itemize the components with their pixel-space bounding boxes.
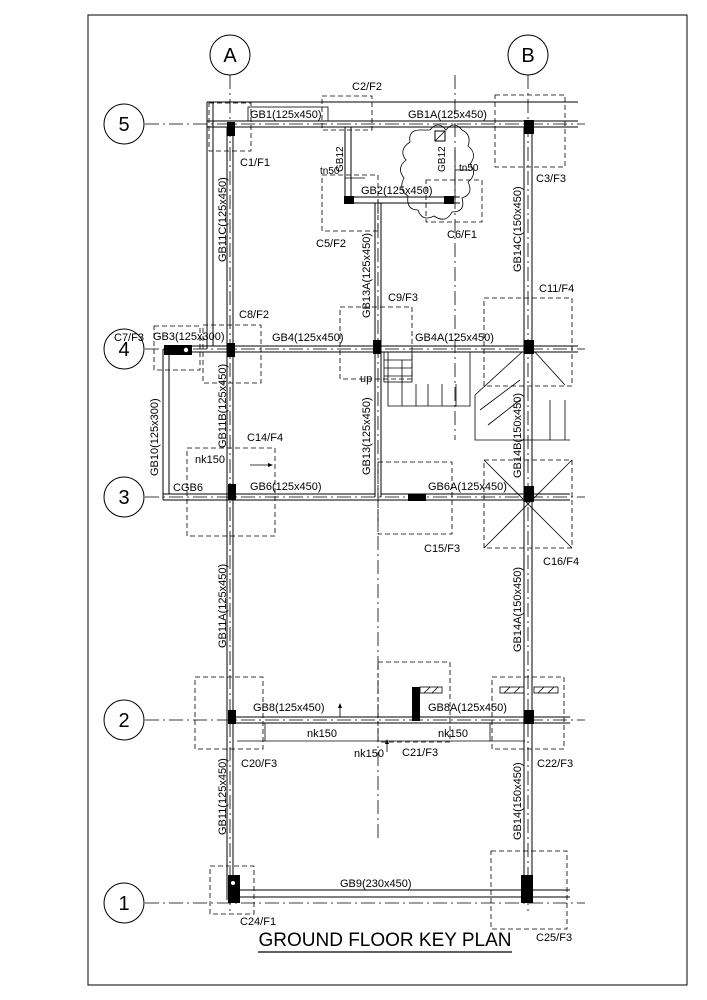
svg-text:5: 5 xyxy=(118,114,129,136)
label-gb11a: GB11A(125x450) xyxy=(217,564,229,648)
svg-text:1: 1 xyxy=(118,893,129,915)
label-gb11: GB11(125x450) xyxy=(217,758,229,835)
label-c22: C22/F3 xyxy=(537,758,573,770)
label-gb6: GB6(125x450) xyxy=(250,481,322,493)
label-gb4: GB4(125x450) xyxy=(272,332,344,344)
grid-bubble-1: 1 xyxy=(103,882,145,924)
label-gb12-right: GB12 xyxy=(437,146,448,172)
svg-text:4: 4 xyxy=(118,339,129,361)
label-c25: C25/F3 xyxy=(536,932,572,944)
svg-text:A: A xyxy=(223,45,237,67)
label-c24: C24/F1 xyxy=(240,916,276,928)
label-c20: C20/F3 xyxy=(241,758,277,770)
label-c6: C6/F1 xyxy=(447,229,477,241)
label-up: up xyxy=(360,373,372,385)
label-gb14a: GB14A(150x450) xyxy=(512,567,524,652)
label-gb9: GB9(230x450) xyxy=(340,878,412,890)
column-blocks xyxy=(164,120,534,903)
grid-bubble-4: 4 xyxy=(103,328,145,370)
label-c21: C21/F3 xyxy=(402,747,438,759)
label-c8: C8/F2 xyxy=(239,309,269,321)
label-gb14: GB14(150x450) xyxy=(512,762,524,840)
label-gb11c: GB11C(125x450) xyxy=(217,177,229,262)
revision-cloud xyxy=(400,124,474,220)
beam-lines xyxy=(162,101,578,900)
label-gb1a: GB1A(125x450) xyxy=(408,109,487,121)
svg-text:2: 2 xyxy=(118,710,129,732)
label-nk150-b: nk150 xyxy=(307,728,337,740)
label-c5: C5/F2 xyxy=(316,238,346,250)
label-gb4a: GB4A(125x450) xyxy=(415,332,494,344)
label-nk150-c: nk150 xyxy=(438,728,468,740)
label-tn50-left: tn50 xyxy=(320,166,340,177)
grid-bubble-3: 3 xyxy=(103,476,145,518)
grid-bubble-b: B xyxy=(507,34,549,76)
label-tn50-right: tn50 xyxy=(459,163,479,174)
label-gb1: GB1(125x450) xyxy=(250,109,322,121)
label-gb8a: GB8A(125x450) xyxy=(428,702,507,714)
label-c1: C1/F1 xyxy=(240,157,270,169)
footing-outlines xyxy=(153,94,573,930)
label-c16: C16/F4 xyxy=(543,556,579,568)
hatch-pads xyxy=(419,686,559,694)
column-labels: C1/F1 C2/F2 C3/F3 C5/F2 C6/F1 C7/F3 C8/F… xyxy=(114,81,579,944)
arrow-marks xyxy=(250,463,389,752)
plan-title: GROUND FLOOR KEY PLAN xyxy=(258,930,511,951)
label-c9: C9/F3 xyxy=(388,292,418,304)
beam-labels: GB1(125x450) GB1A(125x450) GB12 GB12 tn5… xyxy=(149,109,524,890)
label-gb3: GB3(125x300) xyxy=(153,331,225,343)
label-c14: C14/F4 xyxy=(247,432,283,444)
grid-bubble-a: A xyxy=(209,34,251,76)
label-c11: C11/F4 xyxy=(539,283,574,295)
hatched-box xyxy=(434,130,446,142)
label-nk150-d: nk150 xyxy=(354,748,384,760)
label-gb6a: GB6A(125x450) xyxy=(428,481,507,493)
grid-bubble-5: 5 xyxy=(103,103,145,145)
grid-bubble-2: 2 xyxy=(103,699,145,741)
sheet-border xyxy=(87,14,688,986)
label-c3: C3/F3 xyxy=(536,173,566,185)
svg-text:B: B xyxy=(521,45,534,67)
label-gb10: GB10(125x300) xyxy=(149,398,161,476)
label-cgb6: CGB6 xyxy=(173,482,203,494)
label-gb13: GB13(125x450) xyxy=(361,397,373,475)
label-nk150-a: nk150 xyxy=(195,454,225,466)
label-gb2: GB2(125x450) xyxy=(361,185,433,197)
label-gb11b: GB11B(125x450) xyxy=(217,364,229,448)
svg-text:3: 3 xyxy=(118,487,129,509)
label-c15: C15/F3 xyxy=(424,543,460,555)
label-gb14b: GB14B(150x450) xyxy=(512,393,524,478)
label-gb14c: GB14C(150x450) xyxy=(512,186,524,272)
label-gb12-left: GB12 xyxy=(335,146,346,172)
label-c7: C7/F3 xyxy=(114,332,144,344)
label-c2: C2/F2 xyxy=(352,81,382,93)
label-gb13a: GB13A(125x450) xyxy=(361,233,373,318)
label-gb8: GB8(125x450) xyxy=(253,702,325,714)
staircase xyxy=(383,351,573,549)
